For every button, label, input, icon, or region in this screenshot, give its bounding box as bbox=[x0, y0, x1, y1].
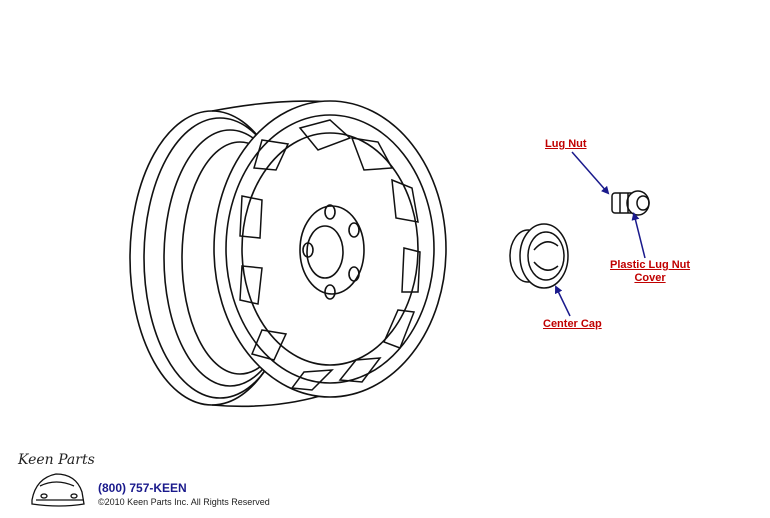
center-cap-arrow bbox=[555, 285, 571, 317]
plastic-cover-label-line2: Cover bbox=[634, 272, 666, 284]
wheel-rim-illustration bbox=[129, 100, 447, 408]
center-cap-illustration bbox=[509, 223, 569, 289]
copyright-text: ©2010 Keen Parts Inc. All Rights Reserve… bbox=[98, 497, 270, 507]
lug-nut-link[interactable]: Lug Nut bbox=[545, 138, 587, 150]
plastic-lug-nut-cover-link[interactable]: Plastic Lug Nut Cover bbox=[610, 259, 690, 285]
lug-nut-arrow bbox=[571, 151, 610, 195]
logo-text: Keen Parts bbox=[18, 452, 95, 468]
lug-nut-illustration bbox=[611, 190, 650, 216]
plastic-cover-arrow bbox=[631, 212, 646, 259]
plastic-cover-label-line1: Plastic Lug Nut bbox=[610, 259, 691, 271]
center-cap-link[interactable]: Center Cap bbox=[543, 318, 602, 330]
keen-parts-logo: Keen Parts bbox=[6, 452, 98, 514]
phone-number: (800) 757-KEEN bbox=[98, 481, 187, 495]
wheel-slots bbox=[239, 119, 421, 391]
keen-parts-car-logo bbox=[31, 473, 85, 507]
